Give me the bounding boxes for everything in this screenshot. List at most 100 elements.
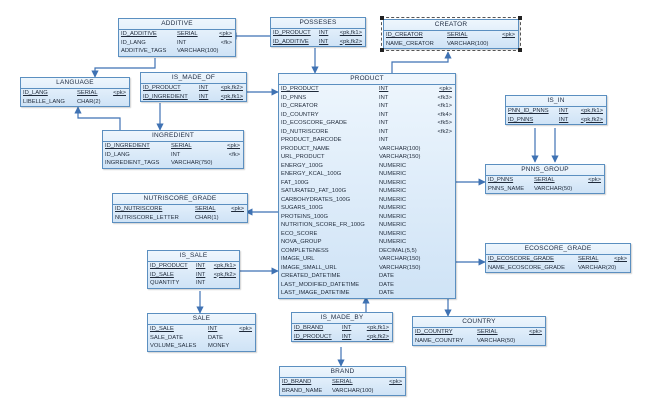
attribute-name: CREATED_DATETIME [281, 273, 341, 279]
attribute-row[interactable]: ENERGY_KCAL_100G NUMERIC [279, 170, 455, 179]
entity-title: POSSESES [271, 18, 365, 29]
attribute-name: ID_CREATOR [386, 32, 423, 38]
attribute-type: NUMERIC [379, 171, 407, 177]
selection-handle[interactable] [380, 16, 384, 20]
attribute-key: <pk,fk2> [339, 38, 362, 45]
attribute-key: <fk1> [437, 103, 452, 109]
entity-title: PNNS_GROUP [486, 165, 604, 176]
selection-handle[interactable] [380, 48, 384, 52]
attribute-name: ENERGY_KCAL_100G [281, 171, 342, 177]
link-ingredient-language [74, 106, 121, 132]
attribute-key: <pk> [219, 31, 232, 37]
attribute-name: ID_INGREDIENT [105, 143, 150, 149]
selection-handle[interactable] [518, 16, 522, 20]
attribute-type: INT [196, 271, 206, 278]
selection-handle[interactable] [518, 48, 522, 52]
attribute-name: BRAND_NAME [282, 387, 323, 394]
attribute-type: VARCHAR(100) [379, 145, 421, 152]
attribute-type: INT [379, 137, 389, 143]
attribute-name: ID_PRODUCT [273, 30, 311, 36]
attribute-name: ID_PNNS [281, 94, 307, 101]
attribute-type: INT [379, 128, 389, 135]
attribute-key: <pk,fk1> [366, 325, 389, 331]
attribute-key: <fk> [228, 151, 240, 158]
attribute-key: <pk,fk2> [366, 333, 389, 340]
